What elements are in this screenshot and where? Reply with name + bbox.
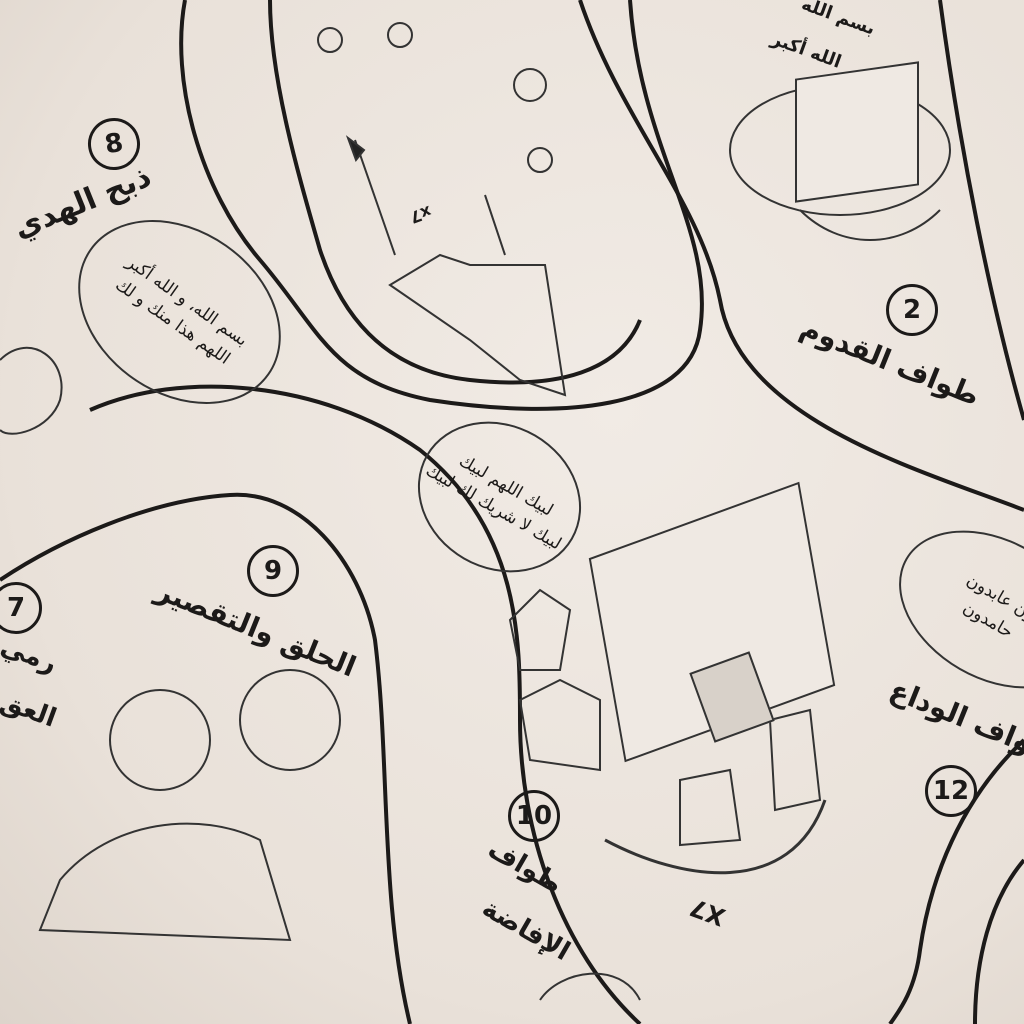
step-7-number: 7 bbox=[0, 582, 42, 634]
outline-upper bbox=[578, 0, 1024, 512]
step-10-number: 10 bbox=[508, 790, 560, 842]
step-9-number: 9 bbox=[247, 545, 299, 597]
step-12-number: 12 bbox=[925, 765, 977, 817]
boy-head bbox=[109, 689, 211, 791]
kaaba-top bbox=[795, 61, 919, 203]
outline-halq bbox=[0, 492, 412, 1024]
outline-sai bbox=[179, 0, 704, 411]
person-group bbox=[508, 588, 822, 847]
tawaf-arrow bbox=[604, 799, 827, 875]
mountain-marwa bbox=[388, 253, 567, 397]
outline-sai-inner bbox=[268, 0, 642, 385]
sai-arrow-up bbox=[354, 139, 396, 256]
step-2-number: 2 bbox=[886, 284, 938, 336]
person-2 bbox=[387, 22, 413, 48]
person-1 bbox=[317, 27, 343, 53]
person-4 bbox=[527, 147, 553, 173]
outline-br2 bbox=[973, 858, 1024, 1024]
man-head bbox=[239, 669, 341, 771]
person-3 bbox=[513, 68, 547, 102]
sai-arrow-up-head bbox=[345, 135, 366, 163]
outline-bottom-right bbox=[888, 738, 1024, 1024]
sheep bbox=[0, 346, 63, 435]
boy-body bbox=[38, 822, 292, 942]
sai-arrow-down bbox=[484, 194, 506, 256]
tawaf-arrow-top bbox=[799, 209, 941, 241]
outline-middle bbox=[89, 384, 642, 1024]
luggage bbox=[539, 972, 641, 1001]
outline-right bbox=[938, 0, 1024, 421]
